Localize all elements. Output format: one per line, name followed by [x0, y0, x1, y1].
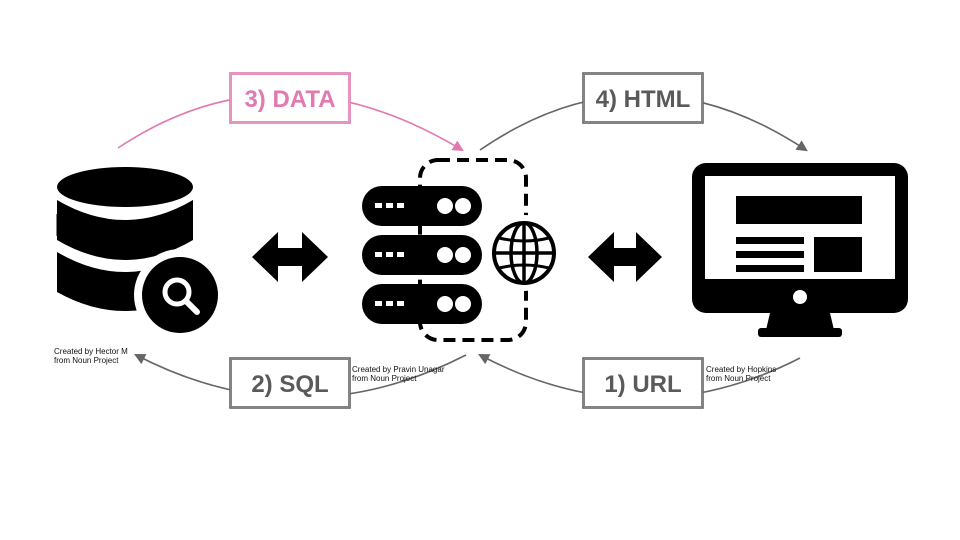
data-label-box: 3) DATA [229, 72, 351, 124]
url-label: 1) URL [604, 371, 681, 398]
database-search-icon [56, 167, 226, 341]
monitor-webpage-icon [692, 163, 908, 337]
url-label-box: 1) URL [582, 357, 704, 409]
double-arrow-left-icon [252, 232, 328, 282]
html-label-box: 4) HTML [582, 72, 704, 124]
server-credit-line-2: from Noun Project [352, 374, 417, 383]
database-credit-line-1: Created by Hector M [54, 347, 128, 356]
double-arrow-right-icon [588, 232, 662, 282]
server-credit-line-1: Created by Pravin Unagar [352, 365, 445, 374]
html-label: 4) HTML [596, 86, 691, 113]
monitor-credit-line-2: from Noun Project [706, 374, 771, 383]
sql-label-box: 2) SQL [229, 357, 351, 409]
database-credit-line-2: from Noun Project [54, 356, 119, 365]
data-label: 3) DATA [244, 86, 335, 113]
sql-label: 2) SQL [251, 371, 328, 398]
monitor-credit-line-1: Created by Hopkins [706, 365, 776, 374]
server-globe-icon [362, 158, 562, 342]
